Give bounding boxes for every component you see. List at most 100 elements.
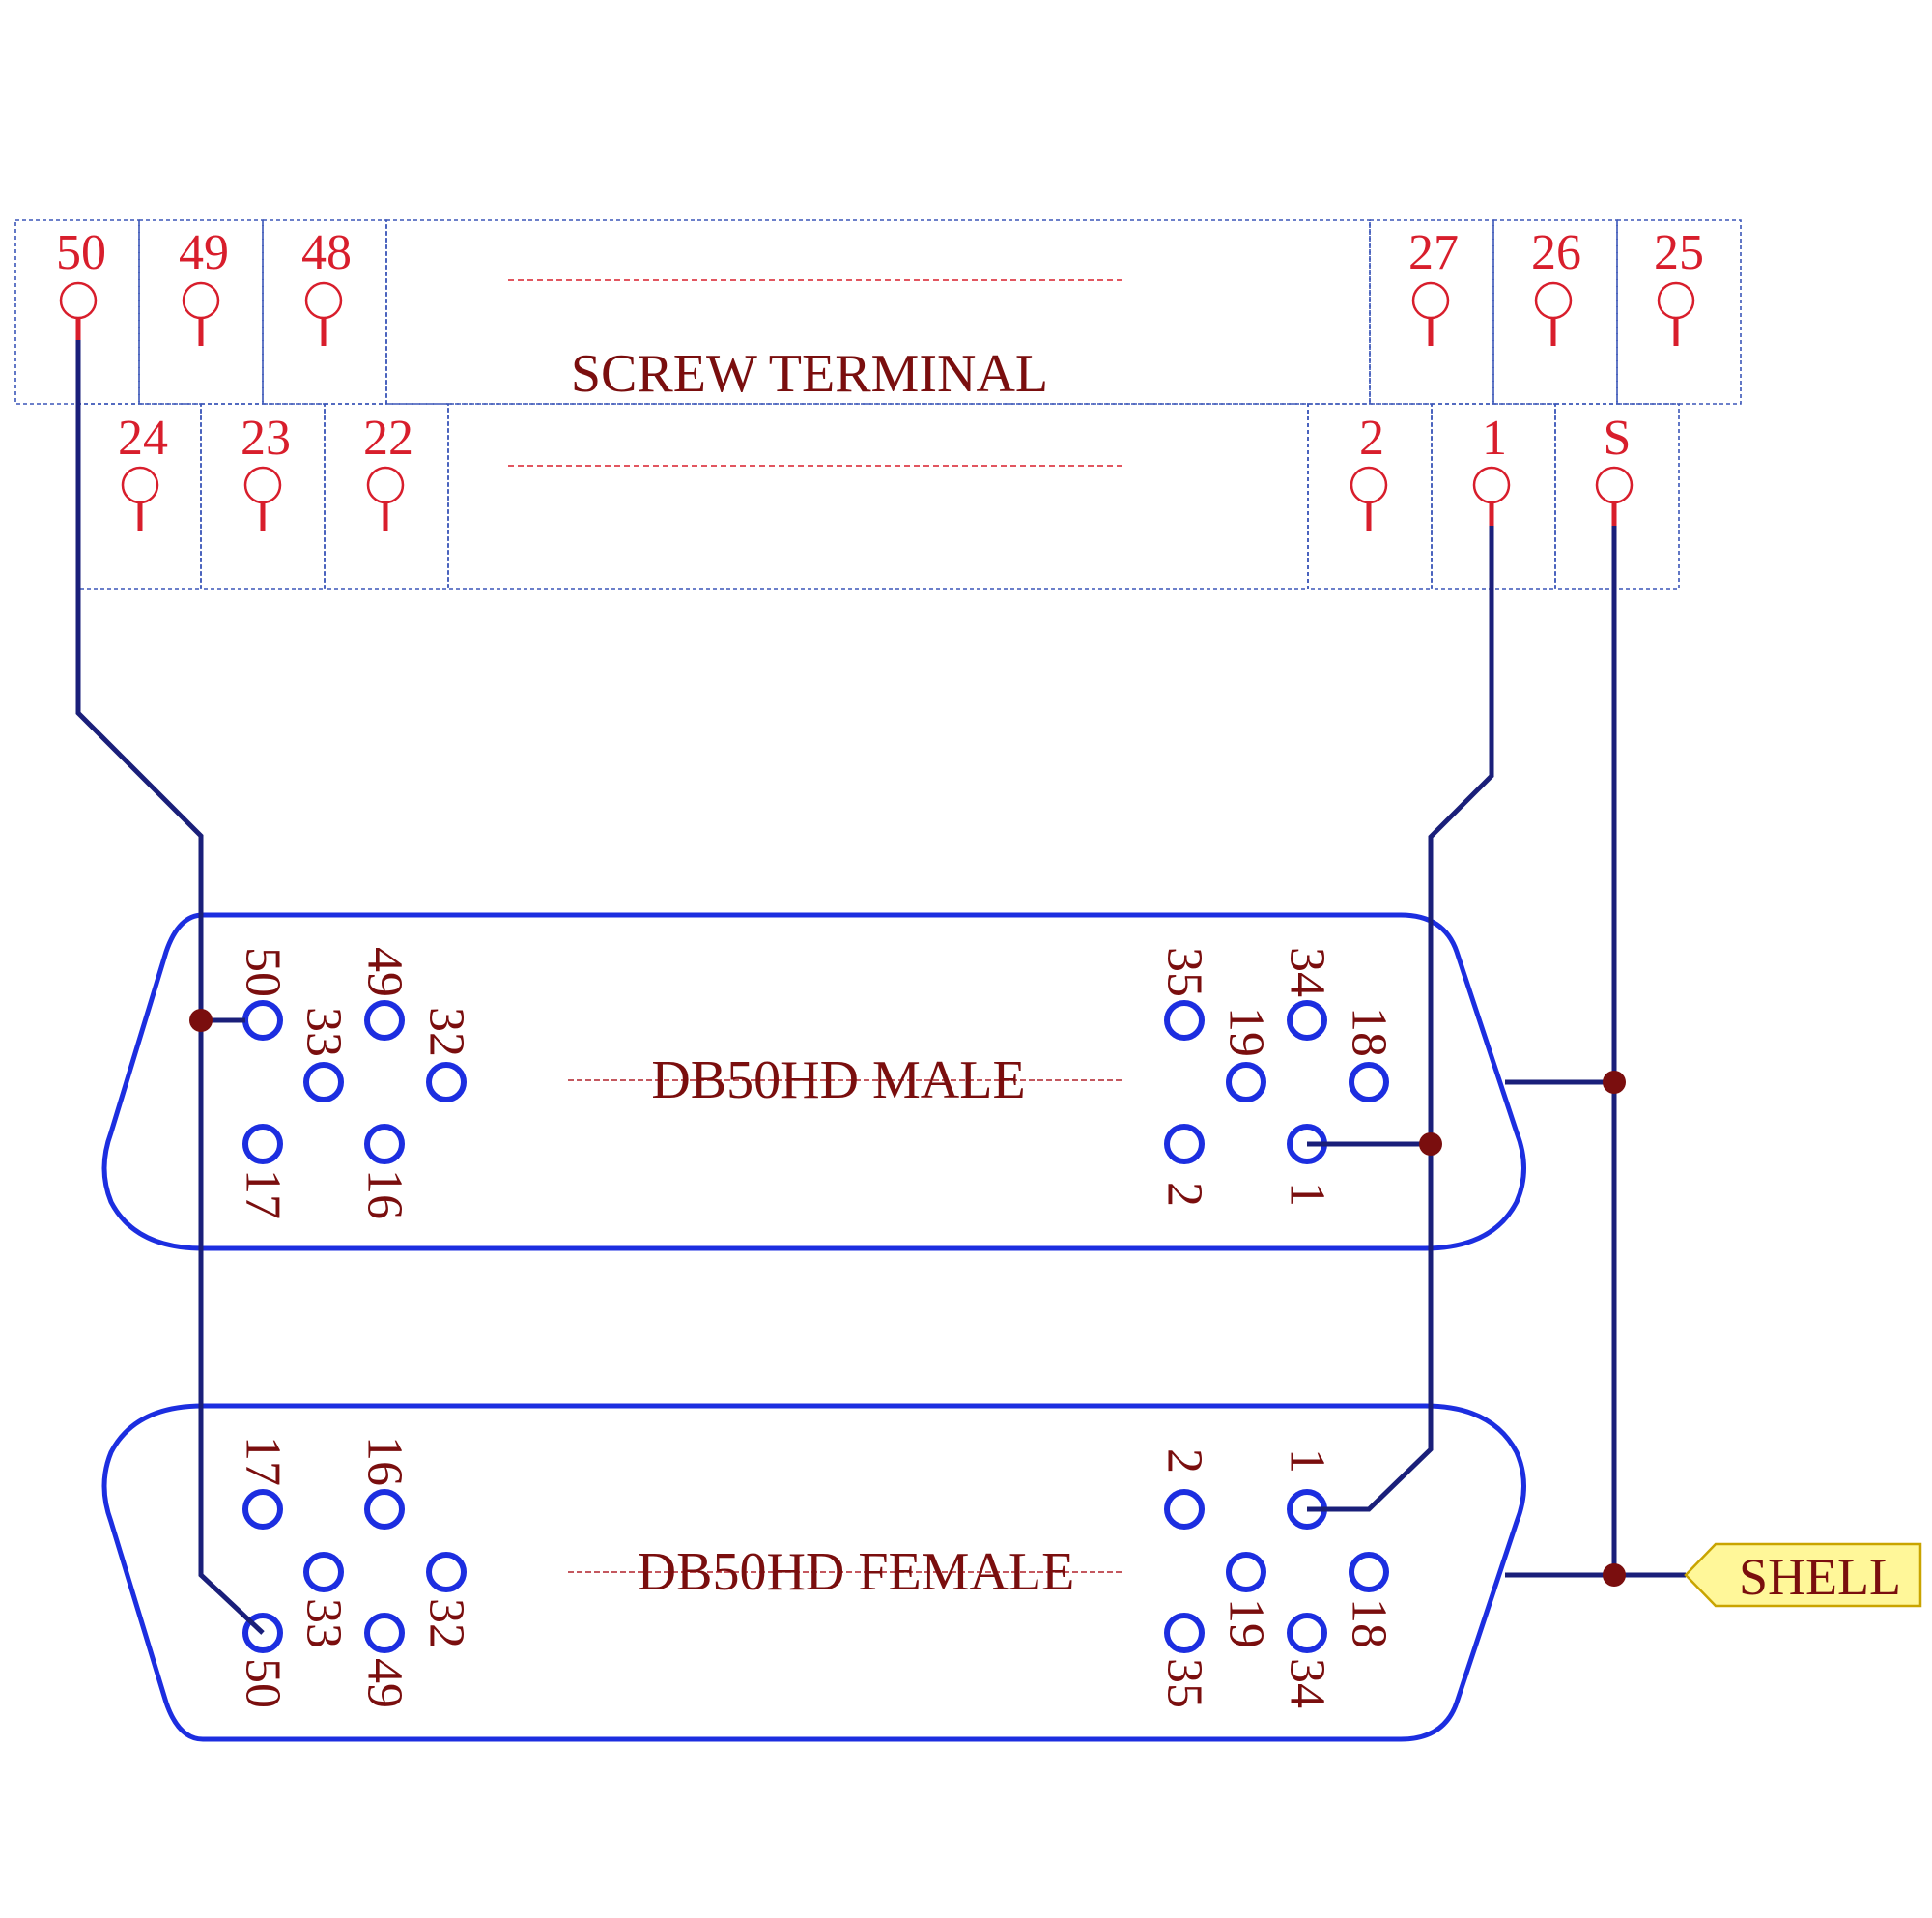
pin-label: 16 bbox=[357, 1436, 412, 1486]
pin-33 bbox=[303, 1552, 344, 1592]
pin-label: 2 bbox=[1157, 1182, 1212, 1207]
db50hd-male-connector: DB50HD MALE 50 49 33 32 17 16 35 34 19 1… bbox=[101, 912, 1526, 1251]
screw-icon bbox=[1411, 281, 1450, 320]
pin-34 bbox=[1287, 1000, 1327, 1041]
pin-32 bbox=[426, 1552, 467, 1592]
shell-tag: SHELL bbox=[1684, 1542, 1922, 1608]
pin-16 bbox=[364, 1124, 405, 1164]
pin-label: 19 bbox=[1219, 1007, 1274, 1057]
shell-tag-icon bbox=[1684, 1542, 1922, 1608]
pin-label: 35 bbox=[1157, 1658, 1212, 1708]
terminal-cell bbox=[1431, 403, 1556, 590]
pin-18 bbox=[1349, 1552, 1389, 1592]
screw-icon bbox=[1657, 281, 1695, 320]
pin-2 bbox=[1164, 1124, 1205, 1164]
terminal-number: 22 bbox=[363, 411, 413, 466]
terminal-26: 26 bbox=[1531, 225, 1581, 346]
pin-label: 49 bbox=[357, 947, 412, 997]
pin-17 bbox=[242, 1489, 283, 1530]
pin-label: 35 bbox=[1157, 947, 1212, 997]
terminal-number: 27 bbox=[1408, 225, 1459, 280]
pin-34 bbox=[1287, 1613, 1327, 1653]
screw-icon bbox=[182, 281, 220, 320]
pin-19 bbox=[1226, 1062, 1266, 1102]
pin-label: 16 bbox=[357, 1169, 412, 1219]
screw-icon bbox=[59, 281, 98, 320]
pin-label: 49 bbox=[357, 1658, 412, 1708]
pin-17 bbox=[242, 1124, 283, 1164]
pin-label: 18 bbox=[1342, 1598, 1397, 1648]
terminal-24: 24 bbox=[118, 411, 168, 531]
connector-shell-outline bbox=[101, 1403, 1526, 1742]
terminal-number: 2 bbox=[1359, 411, 1384, 466]
terminal-27: 27 bbox=[1408, 225, 1459, 346]
terminal-number: 48 bbox=[301, 225, 352, 280]
junction-dot bbox=[1603, 1071, 1626, 1094]
pin-49 bbox=[364, 1000, 405, 1041]
pin-label: 34 bbox=[1280, 1658, 1335, 1708]
pin-label: 33 bbox=[297, 1007, 352, 1057]
terminal-number: 1 bbox=[1482, 411, 1507, 466]
terminal-cell bbox=[1554, 403, 1680, 590]
terminal-number: 50 bbox=[56, 225, 106, 280]
pin-label: 18 bbox=[1342, 1007, 1397, 1057]
pin-50 bbox=[242, 1000, 283, 1041]
screw-icon bbox=[1350, 466, 1388, 504]
pin-19 bbox=[1226, 1552, 1266, 1592]
terminal-23: 23 bbox=[241, 411, 291, 531]
pin-label: 19 bbox=[1219, 1598, 1274, 1648]
pin-label: 2 bbox=[1157, 1448, 1212, 1474]
pin-label: 1 bbox=[1280, 1182, 1335, 1207]
junctions bbox=[189, 1009, 1626, 1587]
screw-icon bbox=[366, 466, 405, 504]
terminal-2: 2 bbox=[1350, 411, 1388, 531]
screw-icon bbox=[243, 466, 282, 504]
pin-32 bbox=[426, 1062, 467, 1102]
terminal-s: S bbox=[1595, 411, 1634, 531]
connector-shell-outline bbox=[101, 912, 1526, 1251]
wires bbox=[75, 340, 1686, 1635]
screw-icon bbox=[1595, 466, 1634, 504]
screw-icon bbox=[1472, 466, 1511, 504]
pin-label: 32 bbox=[419, 1598, 474, 1648]
wire-50 bbox=[75, 340, 265, 1635]
terminal-number: 49 bbox=[179, 225, 229, 280]
shell-tag-label: SHELL bbox=[1739, 1548, 1901, 1606]
terminal-number: S bbox=[1604, 411, 1632, 466]
junction-dot bbox=[189, 1009, 213, 1032]
terminal-cell bbox=[1307, 403, 1433, 590]
terminal-number: 23 bbox=[241, 411, 291, 466]
terminal-50: 50 bbox=[56, 225, 106, 346]
male-connector-title: DB50HD MALE bbox=[651, 1050, 1025, 1110]
pin-label: 50 bbox=[236, 1658, 291, 1708]
pin-label: 17 bbox=[236, 1436, 291, 1486]
screw-icon bbox=[121, 466, 159, 504]
pin-label: 33 bbox=[297, 1598, 352, 1648]
wire-1 bbox=[1307, 526, 1494, 1512]
terminal-22: 22 bbox=[363, 411, 413, 531]
pin-16 bbox=[364, 1489, 405, 1530]
screw-icon bbox=[1534, 281, 1573, 320]
terminal-48: 48 bbox=[301, 225, 352, 346]
junction-dot bbox=[1603, 1563, 1626, 1587]
pin-18 bbox=[1349, 1062, 1389, 1102]
terminal-cell-gap bbox=[447, 403, 1309, 590]
pin-49 bbox=[364, 1613, 405, 1653]
screw-icon bbox=[304, 281, 343, 320]
pin-label: 17 bbox=[236, 1169, 291, 1219]
terminal-number: 25 bbox=[1654, 225, 1704, 280]
pin-2 bbox=[1164, 1489, 1205, 1530]
screw-terminal-block: SCREW TERMINAL 50 49 48 27 26 25 bbox=[14, 219, 1742, 590]
pin-35 bbox=[1164, 1613, 1205, 1653]
terminal-49: 49 bbox=[179, 225, 229, 346]
screw-terminal-title: SCREW TERMINAL bbox=[571, 344, 1048, 404]
terminal-number: 26 bbox=[1531, 225, 1581, 280]
terminal-25: 25 bbox=[1654, 225, 1704, 346]
pin-33 bbox=[303, 1062, 344, 1102]
terminal-number: 24 bbox=[118, 411, 168, 466]
terminal-cell bbox=[76, 403, 202, 590]
terminal-cell bbox=[200, 403, 326, 590]
junction-dot bbox=[1419, 1132, 1442, 1156]
female-connector-title: DB50HD FEMALE bbox=[638, 1542, 1075, 1602]
